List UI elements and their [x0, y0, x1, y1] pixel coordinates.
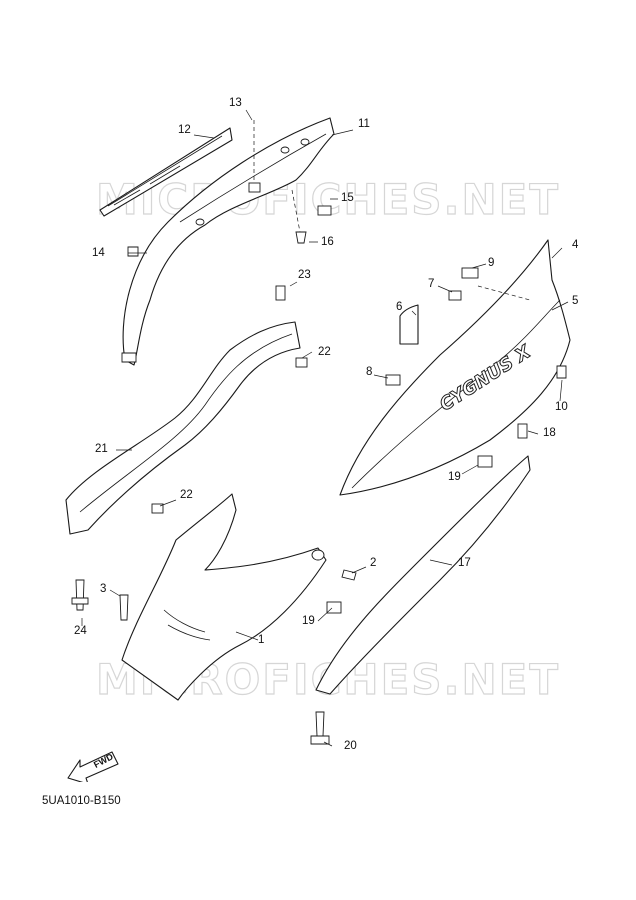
callout-21: 21: [95, 443, 108, 455]
callout-1: 1: [258, 634, 265, 646]
callout-4: 4: [572, 239, 579, 251]
part-11-upper-cover: [122, 117, 335, 366]
part-7-nut: [448, 290, 462, 301]
part-19-nut-left: [326, 601, 342, 614]
callout-16: 16: [321, 236, 334, 248]
part-8-clip: [385, 374, 401, 386]
part-18-clip: [517, 423, 528, 439]
callout-3: 3: [100, 583, 107, 595]
part-24-bolt: [75, 579, 85, 611]
callout-17: 17: [458, 557, 471, 569]
fwd-arrow-icon: [67, 751, 119, 782]
callout-7: 7: [428, 278, 435, 290]
part-9-clip: [461, 267, 479, 279]
part-15-clip: [317, 205, 332, 216]
callout-24: 24: [74, 625, 87, 637]
callout-11: 11: [358, 118, 370, 130]
part-6-trim: [399, 304, 419, 345]
callout-19-right: 19: [448, 471, 461, 483]
callout-15: 15: [341, 192, 354, 204]
part-3-screw: [119, 594, 129, 621]
callout-19-left: 19: [302, 615, 315, 627]
callout-14: 14: [92, 247, 105, 259]
callout-18: 18: [543, 427, 556, 439]
part-4-side-cover: [339, 239, 571, 496]
part-2-screw: [341, 569, 357, 581]
callout-10: 10: [555, 401, 568, 413]
part-16-screw: [295, 231, 307, 244]
callout-12: 12: [178, 124, 191, 136]
callout-9: 9: [488, 257, 495, 269]
part-22-nut-upper: [295, 357, 308, 368]
part-20-bolt: [315, 711, 325, 737]
callout-20: 20: [344, 740, 357, 752]
part-14-clip: [127, 246, 139, 257]
callout-5: 5: [572, 295, 579, 307]
part-21-rail: [65, 321, 301, 535]
part-22-nut-lower: [151, 503, 164, 514]
callout-22-lower: 22: [180, 489, 193, 501]
part-1-lower-cover: [121, 493, 327, 701]
callout-6: 6: [396, 301, 403, 313]
callout-2: 2: [370, 557, 377, 569]
part-19-nut-right: [477, 455, 493, 468]
callout-13: 13: [229, 97, 242, 109]
callout-23: 23: [298, 269, 311, 281]
watermark-top: MICROFICHES.NET: [95, 174, 560, 224]
part-17-lower-panel: [315, 455, 531, 695]
part-10-screw: [556, 365, 567, 379]
part-13-nut: [248, 182, 261, 193]
drawing-code: 5UA1010-B150: [42, 795, 121, 807]
callout-22-upper: 22: [318, 346, 331, 358]
callout-8: 8: [366, 366, 373, 378]
